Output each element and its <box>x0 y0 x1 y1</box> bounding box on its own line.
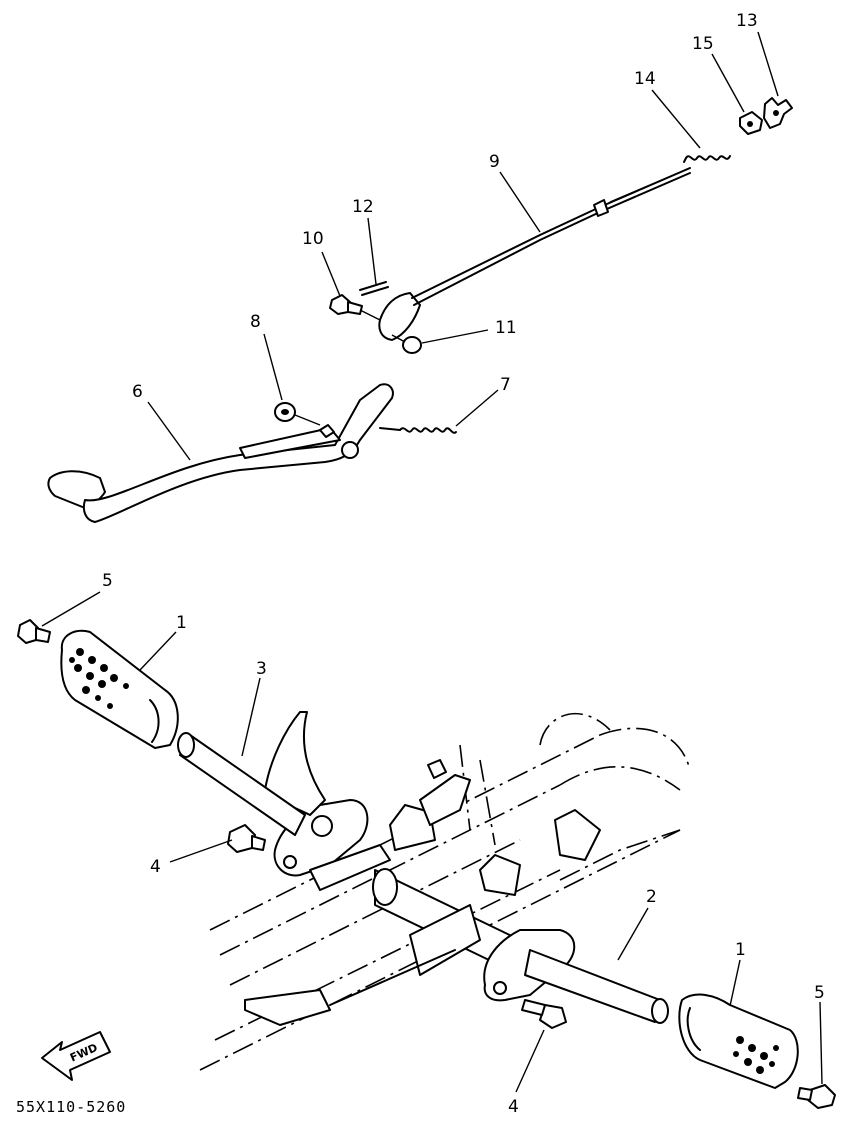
frame-cross-tube <box>244 868 521 1026</box>
nut-15 <box>739 111 763 135</box>
spring-14 <box>683 155 731 163</box>
footrest-shaft-right <box>483 929 669 1024</box>
callout-1-right: 1 <box>735 940 746 960</box>
callout-leaders <box>41 31 823 1093</box>
callout-8: 8 <box>250 312 261 332</box>
washer-11 <box>391 334 422 354</box>
bolt-4-left <box>227 824 266 853</box>
bolt-4-right <box>521 999 567 1029</box>
drawing-code: 55X110-5260 <box>16 1098 126 1116</box>
callout-7: 7 <box>500 375 511 395</box>
callout-4-right: 4 <box>508 1097 519 1117</box>
callout-9: 9 <box>489 152 500 172</box>
footrest-bracket-left <box>273 799 601 896</box>
footrest-rubber-right <box>678 993 799 1089</box>
callout-4-left: 4 <box>150 857 161 877</box>
callout-2: 2 <box>646 887 657 907</box>
footrest-rubber-left <box>60 630 179 749</box>
bolt-5-left <box>17 619 51 644</box>
bolt-5-right <box>797 1084 836 1109</box>
wing-nut-13 <box>763 97 793 129</box>
callout-12: 12 <box>352 197 374 217</box>
cotter-pin-12 <box>359 281 389 296</box>
callout-15: 15 <box>692 34 714 54</box>
brake-rod <box>378 167 691 341</box>
callout-13: 13 <box>736 11 758 31</box>
fwd-direction-arrow: FWD <box>41 1031 111 1081</box>
footrest-shaft-left <box>177 732 306 836</box>
callout-10: 10 <box>302 229 324 249</box>
washer-8 <box>274 402 321 426</box>
callout-labels: 13 15 14 9 12 10 11 8 6 7 5 1 3 4 2 1 5 … <box>102 11 825 1117</box>
callout-6: 6 <box>132 382 143 402</box>
callout-11: 11 <box>495 318 517 338</box>
callout-1-left: 1 <box>176 613 187 633</box>
pin-10 <box>329 294 381 321</box>
callout-5-right: 5 <box>814 983 825 1003</box>
brake-pedal-hanger <box>264 711 471 826</box>
return-spring <box>379 427 457 434</box>
brake-pedal <box>47 383 394 523</box>
callout-3: 3 <box>256 659 267 679</box>
callout-14: 14 <box>634 69 656 89</box>
callout-5-left: 5 <box>102 571 113 591</box>
